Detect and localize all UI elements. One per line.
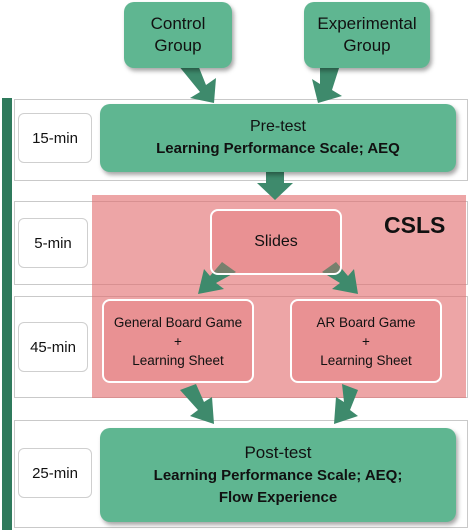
control-group-line2: Group: [154, 36, 202, 55]
csls-region: [92, 195, 466, 398]
ar-board-game-box: AR Board Game + Learning Sheet: [290, 299, 442, 383]
arrow-slides-to-ar: [322, 262, 358, 294]
posttest-row-frame: [14, 420, 468, 528]
timeline-bar: [2, 98, 12, 530]
arrow-general-to-posttest: [180, 384, 214, 424]
posttest-box: Post-test Learning Performance Scale; AE…: [100, 428, 456, 522]
posttest-title: Post-test: [244, 443, 312, 462]
general-board-game-box: General Board Game + Learning Sheet: [102, 299, 254, 383]
pretest-subtitle: Learning Performance Scale; AEQ: [156, 140, 400, 157]
pretest-title: Pre-test: [249, 118, 306, 135]
slides-time: 5-min: [18, 218, 88, 268]
arrow-experimental-to-pretest: [312, 65, 342, 103]
control-group-line1: Control: [150, 14, 206, 33]
ar-game-line3: Learning Sheet: [320, 352, 412, 368]
slides-label: Slides: [254, 233, 298, 250]
ar-game-line2: +: [362, 333, 370, 349]
ar-game-line1: AR Board Game: [316, 314, 416, 330]
arrow-pretest-to-slides: [257, 170, 293, 200]
posttest-line2: Flow Experience: [218, 489, 338, 506]
posttest-line1: Learning Performance Scale; AEQ;: [153, 467, 403, 484]
activity-time: 45-min: [18, 322, 88, 372]
arrow-ar-to-posttest: [334, 384, 358, 424]
csls-label: CSLS: [384, 212, 446, 238]
general-game-line1: General Board Game: [113, 314, 243, 330]
experimental-group-line1: Experimental: [317, 14, 417, 33]
experimental-group-box: Experimental Group: [304, 2, 430, 68]
pretest-time: 15-min: [18, 113, 92, 163]
arrow-control-to-pretest: [178, 65, 216, 103]
slides-box: Slides: [210, 209, 342, 275]
pretest-row-frame: [14, 99, 468, 181]
general-game-line3: Learning Sheet: [132, 352, 224, 368]
general-game-line2: +: [174, 333, 182, 349]
control-group-box: Control Group: [124, 2, 232, 68]
experimental-group-line2: Group: [343, 36, 391, 55]
arrow-slides-to-general: [198, 262, 236, 294]
posttest-time: 25-min: [18, 448, 92, 498]
pretest-box: Pre-test Learning Performance Scale; AEQ: [100, 104, 456, 172]
